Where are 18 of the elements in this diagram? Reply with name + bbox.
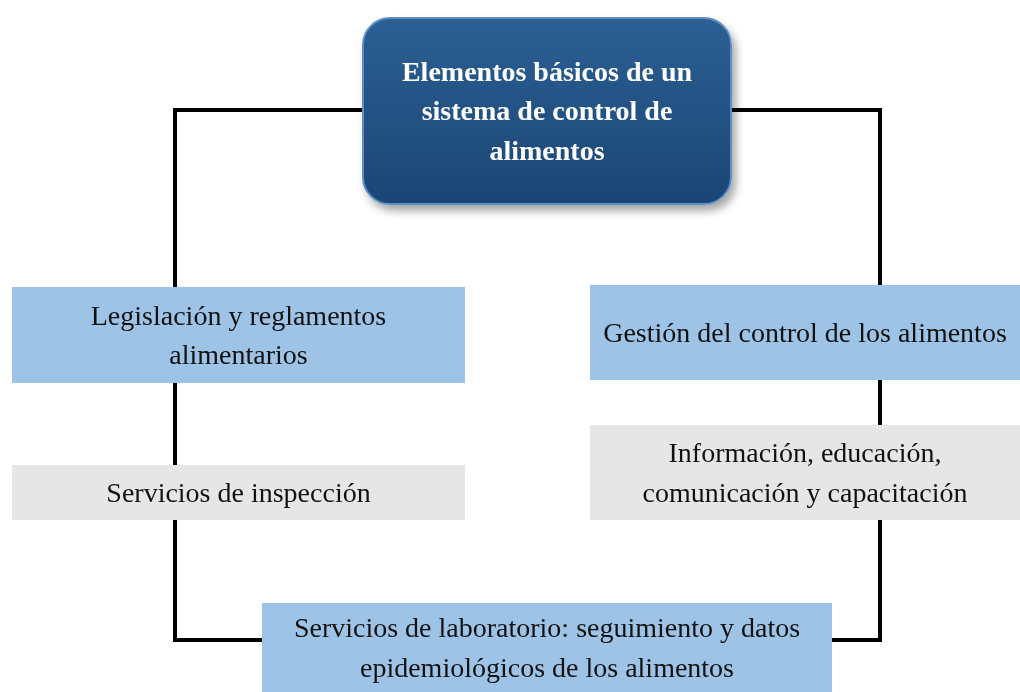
box-text: Información, educación, comunicación y capacitación [641, 436, 969, 510]
connector-line [732, 108, 882, 285]
connector-line [832, 520, 882, 642]
connector-line [878, 380, 882, 425]
connector-line [173, 383, 177, 465]
box-text: Gestión del control de los alimentos [603, 315, 1007, 350]
category-box [590, 425, 1020, 520]
box-text: Servicios de laboratorio: seguimiento y datos epidemiológicos de los alimentos [292, 611, 802, 685]
connector-line [173, 108, 362, 287]
title-text: Elementos básicos de un sistema de control de alimentos [400, 55, 694, 168]
category-box [262, 603, 832, 692]
connector-line [173, 520, 262, 642]
category-box [12, 465, 465, 520]
box-text: Legislación y reglamentos alimentarios [89, 298, 388, 372]
category-box [590, 285, 1020, 380]
title-box [362, 17, 732, 205]
box-text: Servicios de inspección [106, 475, 371, 510]
category-box [12, 287, 465, 383]
